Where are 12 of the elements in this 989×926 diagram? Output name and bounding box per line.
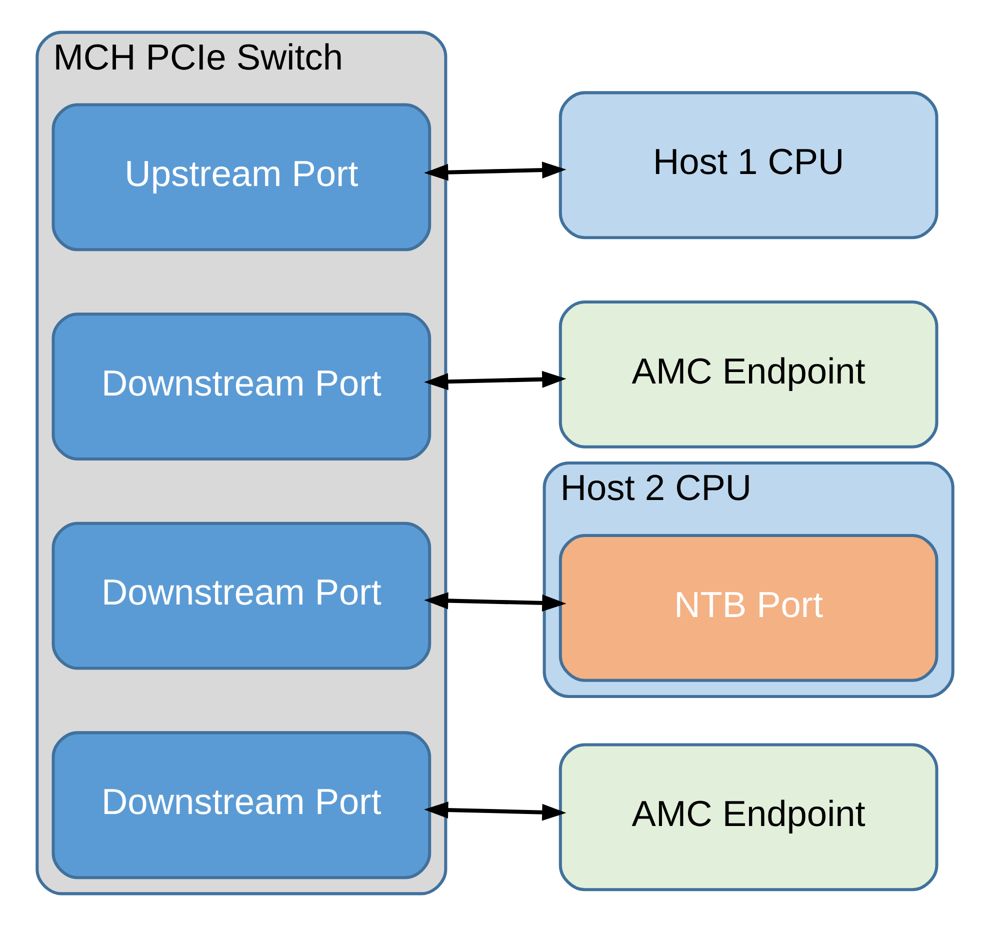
arrow bbox=[423, 802, 566, 821]
node-box: Downstream Port bbox=[51, 731, 431, 880]
arrow bbox=[423, 370, 566, 390]
arrow bbox=[423, 162, 566, 181]
node-box: NTB Port bbox=[558, 534, 938, 682]
node-box: AMC Endpoint bbox=[558, 743, 938, 892]
node-box: Downstream Port bbox=[51, 522, 431, 670]
node-box: Host 1 CPU bbox=[558, 91, 938, 240]
node-box: Downstream Port bbox=[51, 312, 431, 460]
node-box: AMC Endpoint bbox=[558, 300, 938, 448]
arrow bbox=[423, 592, 566, 612]
node-box: Upstream Port bbox=[51, 103, 431, 252]
